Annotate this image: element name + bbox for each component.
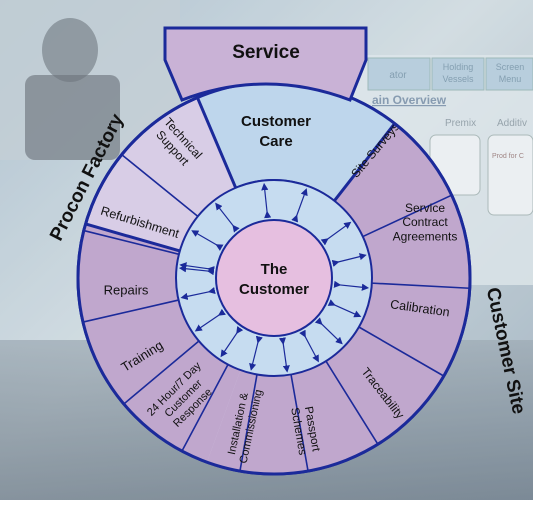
double-arrow xyxy=(261,182,272,219)
double-arrow xyxy=(291,188,308,223)
background-label-overview: ain Overview xyxy=(372,93,447,107)
segment-divider xyxy=(123,340,200,405)
segment-divider xyxy=(121,154,199,217)
double-arrow xyxy=(215,202,240,233)
outer-ring-right-band xyxy=(206,123,470,474)
center-label-line-1: The xyxy=(261,261,288,278)
double-arrow xyxy=(278,337,290,373)
double-arrow xyxy=(314,317,343,345)
double-arrow xyxy=(194,308,226,332)
segment-divider xyxy=(333,122,396,202)
background-tank-additive xyxy=(487,134,533,216)
double-arrow xyxy=(180,287,216,300)
segment-divider xyxy=(83,229,180,256)
center-label-line-2: Customer xyxy=(239,281,309,298)
service-wheel: TechnicalSupportRefurbishmentRepairsTrai… xyxy=(76,80,472,476)
segment-divider xyxy=(325,360,379,445)
customer-care-label-line-1: Customer xyxy=(241,113,311,130)
segment-label-service-contract-line-2: Contract xyxy=(402,215,448,229)
background-label-prod: Prod for C xyxy=(492,153,524,160)
segment-divider xyxy=(196,96,238,189)
background-tab-screen xyxy=(485,57,533,91)
segment-divider xyxy=(362,194,452,238)
outer-ring-lower-left-band xyxy=(77,223,241,463)
double-arrow xyxy=(331,253,367,267)
center-circle xyxy=(215,219,333,337)
background-tab-holding xyxy=(431,57,485,91)
segment-divider xyxy=(181,364,229,452)
background-person-body xyxy=(25,75,120,160)
background-label-screen: Screen xyxy=(496,62,525,72)
double-arrow xyxy=(220,326,244,358)
background-person-figure xyxy=(42,18,98,82)
background-label-premix: Premix xyxy=(445,118,476,129)
segment-dividers xyxy=(82,96,470,472)
double-arrow xyxy=(191,230,224,251)
segment-divider xyxy=(371,282,470,290)
service-tab-shape xyxy=(163,26,368,102)
segment-divider xyxy=(85,222,181,253)
arrows-layer xyxy=(178,182,370,373)
background-label-additiv: Additiv xyxy=(497,118,527,129)
segment-repairs: Repairs xyxy=(104,283,149,298)
segment-divider xyxy=(82,299,179,323)
double-arrow xyxy=(179,262,215,274)
segment-divider xyxy=(239,374,258,472)
background-label-menu: Menu xyxy=(499,74,522,84)
outer-ring-border xyxy=(76,80,472,476)
double-arrow xyxy=(249,335,263,371)
background-tab-ator xyxy=(367,57,431,91)
background-label-holding: Holding xyxy=(443,62,474,72)
service-tab-label: Service xyxy=(232,42,300,63)
background-label-ator: ator xyxy=(389,70,407,81)
double-arrow xyxy=(333,280,370,291)
double-arrow xyxy=(320,221,352,246)
segment-label-service-contract-line-1: Service xyxy=(405,201,445,215)
background-label-vessels: Vessels xyxy=(442,74,474,84)
double-arrow xyxy=(327,299,362,318)
segment-divider xyxy=(290,374,309,472)
service-tab: Service xyxy=(163,26,368,102)
customer-care-label-line-2: Care xyxy=(259,133,292,150)
segment-label-service-contract-line-3: Agreements xyxy=(393,230,458,244)
segment-divider xyxy=(358,326,445,377)
segment-label-repairs-line-1: Repairs xyxy=(104,283,149,298)
double-arrow xyxy=(299,329,319,363)
